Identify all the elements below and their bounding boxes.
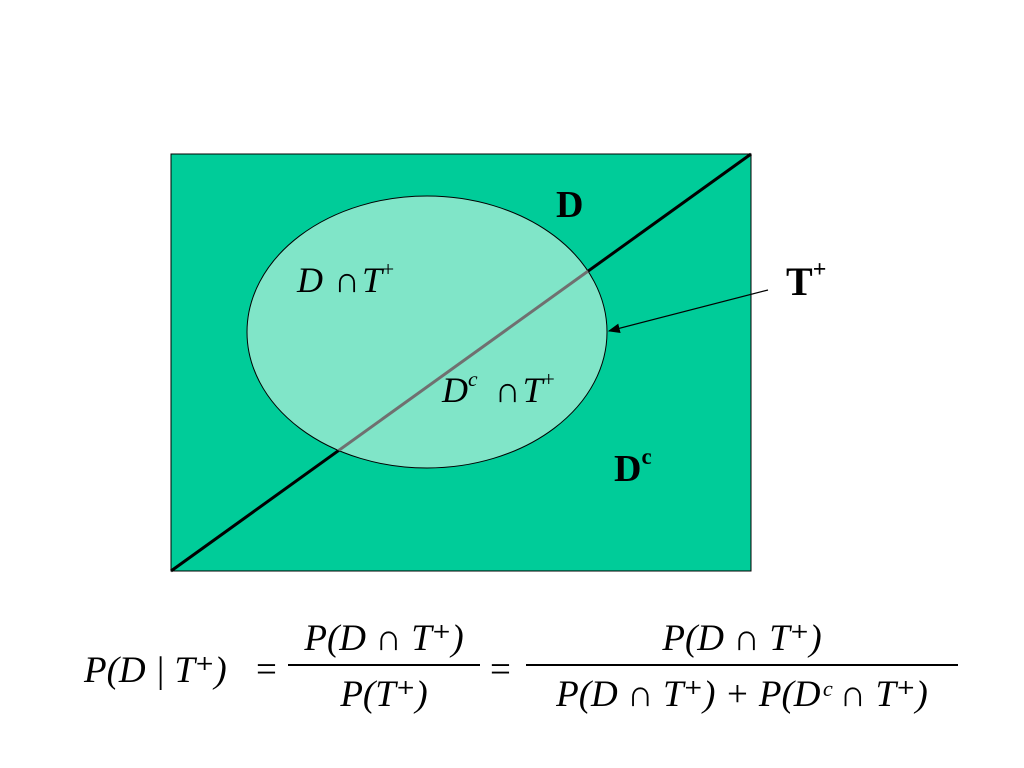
intersection-dc-plus-superscript: + [542,366,555,391]
intersection-d-symbol: D [297,260,323,300]
region-d-text: D [556,184,584,226]
formula-equals-1: = [256,649,277,690]
region-dc-label: Dc [614,445,652,490]
intersection-dc-d-symbol: D [442,370,468,410]
fraction-2-bar [526,664,958,666]
fraction-1-bar [288,664,480,666]
intersection-dc-cap-symbol: ∩ [494,370,521,410]
test-positive-base: T [786,259,813,304]
region-dc-base: D [614,448,642,490]
region-dc-superscript: c [641,443,652,469]
divider-line-inside-circle [247,196,607,468]
fraction-1-numerator: P(D ∩ T⁺) [304,618,464,659]
fraction-2-denominator: P(D ∩ T⁺) + P(Dᶜ ∩ T⁺) [556,674,928,715]
intersection-plus-superscript: + [382,256,395,281]
formula-fraction-1: P(D ∩ T⁺) P(T⁺) [288,616,480,716]
formula-fraction-2: P(D ∩ T⁺) P(D ∩ T⁺) + P(Dᶜ ∩ T⁺) [526,616,958,716]
region-d-label: D [556,186,583,224]
intersection-dc-c-superscript: c [468,366,478,391]
test-positive-arrow [607,289,769,333]
fraction-2-numerator: P(D ∩ T⁺) [662,618,822,659]
formula-equals-2: = [490,649,511,690]
intersection-d-t-label: D ∩T+ [297,258,394,300]
intersection-t-symbol: T [362,260,383,300]
test-positive-circle [246,195,608,469]
test-positive-superscript: + [812,257,827,283]
intersection-dc-t-label: Dc ∩T+ [442,368,555,410]
intersection-cap-symbol: ∩ [334,260,360,300]
formula-lhs: P(D | T⁺) [84,650,227,691]
intersection-dc-t-symbol: T [522,370,543,410]
test-positive-label: T+ [786,258,826,304]
bayes-formula: P(D | T⁺) = P(D ∩ T⁺) P(T⁺) = P(D ∩ T⁺) … [84,612,984,732]
fraction-1-denominator: P(T⁺) [340,674,428,715]
